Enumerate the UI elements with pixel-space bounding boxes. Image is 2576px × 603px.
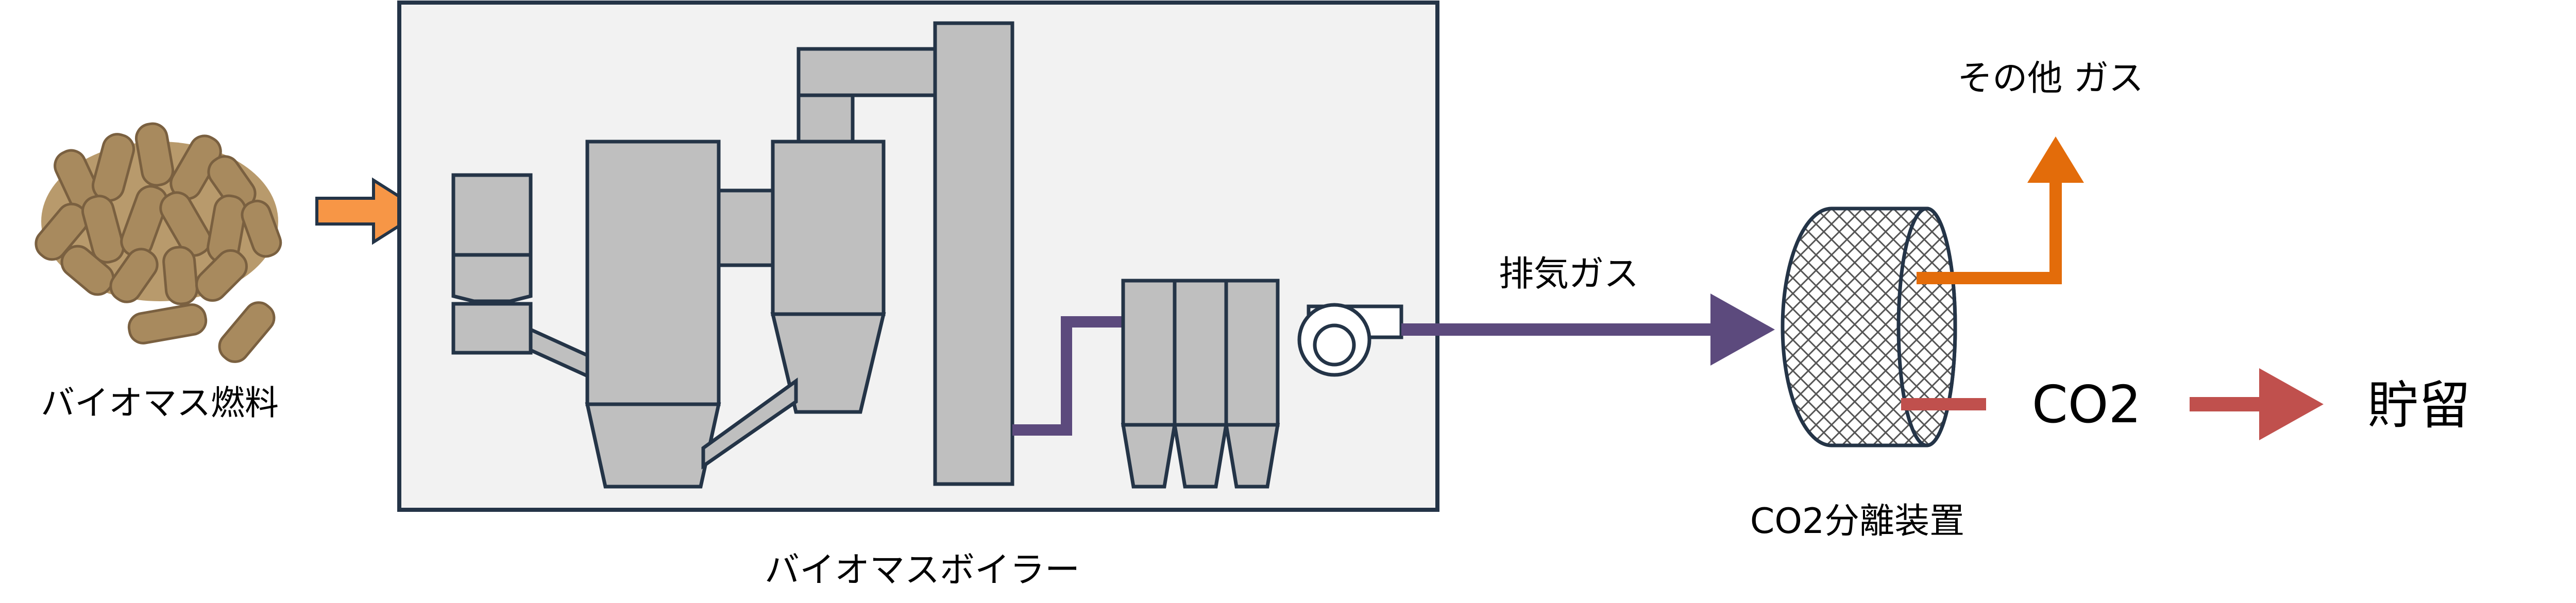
bag-filter (1121, 279, 1280, 489)
storage-label: 貯留 (2367, 375, 2470, 436)
cylindrical-separator-icon (1781, 206, 1957, 447)
exhaust-gas-label: 排気ガス (1499, 254, 1639, 295)
biomass-fuel-icon (35, 122, 282, 363)
other-gas-line (1917, 178, 2062, 284)
other-gas-arrowhead (2027, 136, 2084, 183)
exhaust-gas-arrowhead (1710, 294, 1775, 366)
stack (933, 21, 1014, 486)
boiler-equipment (451, 21, 1014, 489)
feeder (451, 302, 533, 355)
separator-label: CO2分離装置 (1750, 501, 1964, 542)
blower-fan-icon (1297, 303, 1403, 377)
co2-label: CO2 (2032, 374, 2141, 435)
cyclone (771, 140, 886, 316)
fuel-label: バイオマス燃料 (41, 383, 279, 423)
fuel-hopper (451, 173, 533, 257)
co2-arrowhead (2259, 368, 2324, 440)
furnace-bottom (585, 402, 721, 489)
boiler-exhaust-duct (1012, 316, 1123, 436)
other-gas-label: その他 ガス (1957, 58, 2144, 99)
furnace (585, 140, 721, 406)
cyclone-cone (770, 312, 886, 414)
hopper-cone (451, 253, 533, 303)
boiler-label: バイオマスボイラー (765, 550, 1080, 591)
